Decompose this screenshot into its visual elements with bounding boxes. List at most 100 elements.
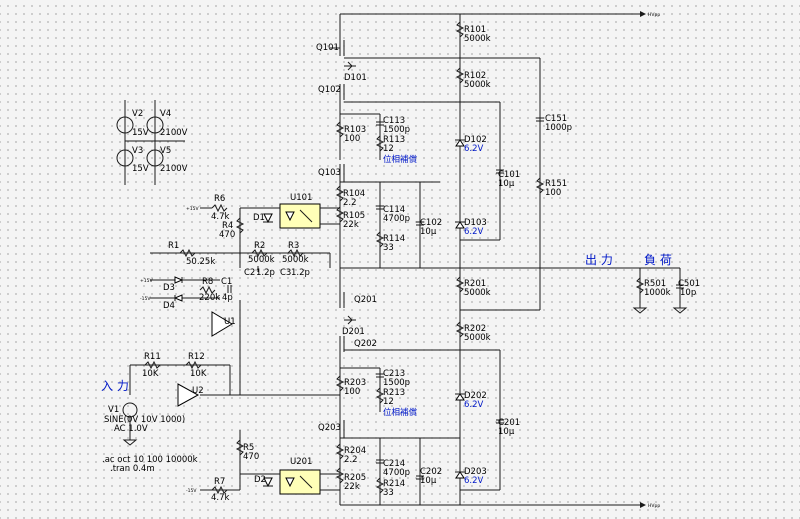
svg-text:V4: V4 — [160, 109, 171, 119]
capacitor-c1: C1 4p — [221, 277, 233, 303]
resistor-r5: R5 470 — [235, 439, 259, 462]
svg-text:U1: U1 — [224, 317, 236, 327]
phase-comp-label-1: 位相補償 — [383, 154, 418, 165]
svg-text:C2: C2 — [244, 268, 255, 278]
svg-text:D1: D1 — [253, 213, 265, 223]
svg-text:22k: 22k — [344, 482, 360, 492]
svg-text:-15V: -15V — [140, 296, 151, 302]
negative-hv-rail: HVpp — [340, 502, 660, 509]
svg-text:5000k: 5000k — [282, 255, 309, 265]
svg-text:C114: C114 — [383, 205, 405, 215]
svg-text:1500p: 1500p — [383, 125, 410, 135]
diode-d201: D201 — [342, 315, 365, 337]
svg-text:12: 12 — [383, 144, 394, 154]
svg-text:R11: R11 — [144, 352, 161, 362]
svg-text:+15V: +15V — [186, 206, 199, 212]
mosfet-q102: Q102 — [318, 84, 345, 100]
diode-d2: D2 — [254, 475, 273, 488]
svg-text:470: 470 — [243, 452, 259, 462]
svg-text:4.7k: 4.7k — [211, 212, 230, 222]
svg-text:100: 100 — [344, 134, 360, 144]
zener-d103: D103 6.2V — [455, 218, 487, 237]
diode-d4: D4 — [163, 294, 183, 311]
svg-text:R203: R203 — [344, 378, 366, 388]
svg-text:C102: C102 — [420, 218, 442, 228]
svg-text:V2: V2 — [132, 109, 143, 119]
resistor-r104: R104 2.2 — [335, 185, 365, 208]
svg-text:U101: U101 — [290, 193, 312, 203]
resistor-r4: R4 470 — [219, 217, 245, 240]
svg-text:U201: U201 — [290, 457, 312, 467]
resistor-r11: R11 10K — [142, 352, 161, 379]
resistor-r105: R105 22k — [335, 206, 365, 230]
mosfet-q103: Q103 — [318, 164, 345, 182]
svg-text:Q203: Q203 — [318, 423, 341, 433]
sim-directive-ac: .ac oct 10 100 10000k — [102, 455, 198, 465]
svg-text:1000k: 1000k — [644, 288, 671, 298]
svg-text:V1: V1 — [108, 405, 119, 415]
svg-text:R151: R151 — [545, 179, 567, 189]
svg-text:D3: D3 — [163, 283, 175, 293]
svg-text:6.2V: 6.2V — [464, 476, 484, 486]
resistor-r6: R6 4.7k — [211, 194, 230, 222]
svg-text:22k: 22k — [343, 220, 359, 230]
svg-text:2100V: 2100V — [160, 164, 188, 174]
load-label: 負 荷 — [644, 253, 672, 267]
svg-text:D103: D103 — [464, 218, 487, 228]
svg-text:10µ: 10µ — [420, 227, 437, 237]
capacitor-c114: C114 4700p — [376, 205, 410, 224]
signal-source-v1: V1 SINE(0V 10V 1000) AC 1.0V — [104, 402, 185, 434]
svg-text:R12: R12 — [188, 352, 205, 362]
svg-text:C101: C101 — [498, 170, 520, 180]
diode-d1: D1 — [253, 213, 273, 224]
svg-text:5000k: 5000k — [248, 255, 275, 265]
optocoupler-u201: U201 — [279, 457, 321, 495]
svg-text:D4: D4 — [163, 301, 175, 311]
svg-text:33: 33 — [383, 243, 394, 253]
capacitor-c3: C3 1.2p — [280, 268, 310, 278]
svg-text:Q103: Q103 — [318, 168, 341, 178]
mosfet-q201: Q201 — [339, 292, 377, 308]
svg-text:4.7k: 4.7k — [211, 493, 230, 503]
svg-text:R114: R114 — [383, 234, 405, 244]
zener-d203: D203 6.2V — [455, 467, 487, 486]
capacitor-c113: C113 1500p — [376, 116, 410, 135]
zener-d102: D102 6.2V — [455, 135, 487, 154]
resistor-r102: R102 5000k — [455, 67, 491, 90]
resistor-r203: R203 100 — [335, 375, 366, 397]
capacitor-c201: C201 10µ — [496, 418, 520, 437]
svg-text:15V: 15V — [132, 164, 149, 174]
resistor-r12: R12 10K — [185, 352, 207, 379]
svg-text:15V: 15V — [132, 128, 149, 138]
resistor-r204: R204 2.2 — [335, 443, 366, 465]
svg-text:AC 1.0V: AC 1.0V — [114, 424, 148, 434]
svg-text:1000p: 1000p — [545, 123, 572, 133]
svg-text:Q102: Q102 — [318, 85, 341, 95]
svg-text:-15V: -15V — [186, 488, 197, 494]
diode-d3: D3 — [163, 276, 184, 293]
svg-text:R201: R201 — [464, 279, 486, 289]
capacitor-c214: C214 4700p — [376, 459, 410, 478]
svg-text:12: 12 — [383, 397, 394, 407]
svg-text:100: 100 — [545, 188, 561, 198]
svg-text:C202: C202 — [420, 467, 442, 477]
svg-text:10p: 10p — [680, 288, 696, 298]
input-label: 入 力 — [101, 379, 129, 393]
svg-text:R3: R3 — [288, 241, 299, 251]
output-label: 出 力 — [585, 253, 613, 267]
svg-text:R104: R104 — [343, 189, 365, 199]
svg-text:100: 100 — [344, 387, 360, 397]
zener-d202: D202 6.2V — [455, 391, 487, 410]
svg-text:R105: R105 — [343, 211, 365, 221]
svg-text:Q201: Q201 — [354, 295, 377, 305]
svg-text:V3: V3 — [132, 146, 143, 156]
svg-text:33: 33 — [383, 488, 394, 498]
svg-text:6.2V: 6.2V — [464, 227, 484, 237]
svg-text:C113: C113 — [383, 116, 405, 126]
resistor-r201: R201 5000k — [455, 276, 491, 298]
svg-text:R5: R5 — [243, 443, 254, 453]
svg-text:Q202: Q202 — [354, 339, 377, 349]
svg-text:5000k: 5000k — [464, 288, 491, 298]
svg-text:1500p: 1500p — [383, 378, 410, 388]
resistor-r213: R213 12 — [375, 387, 405, 407]
